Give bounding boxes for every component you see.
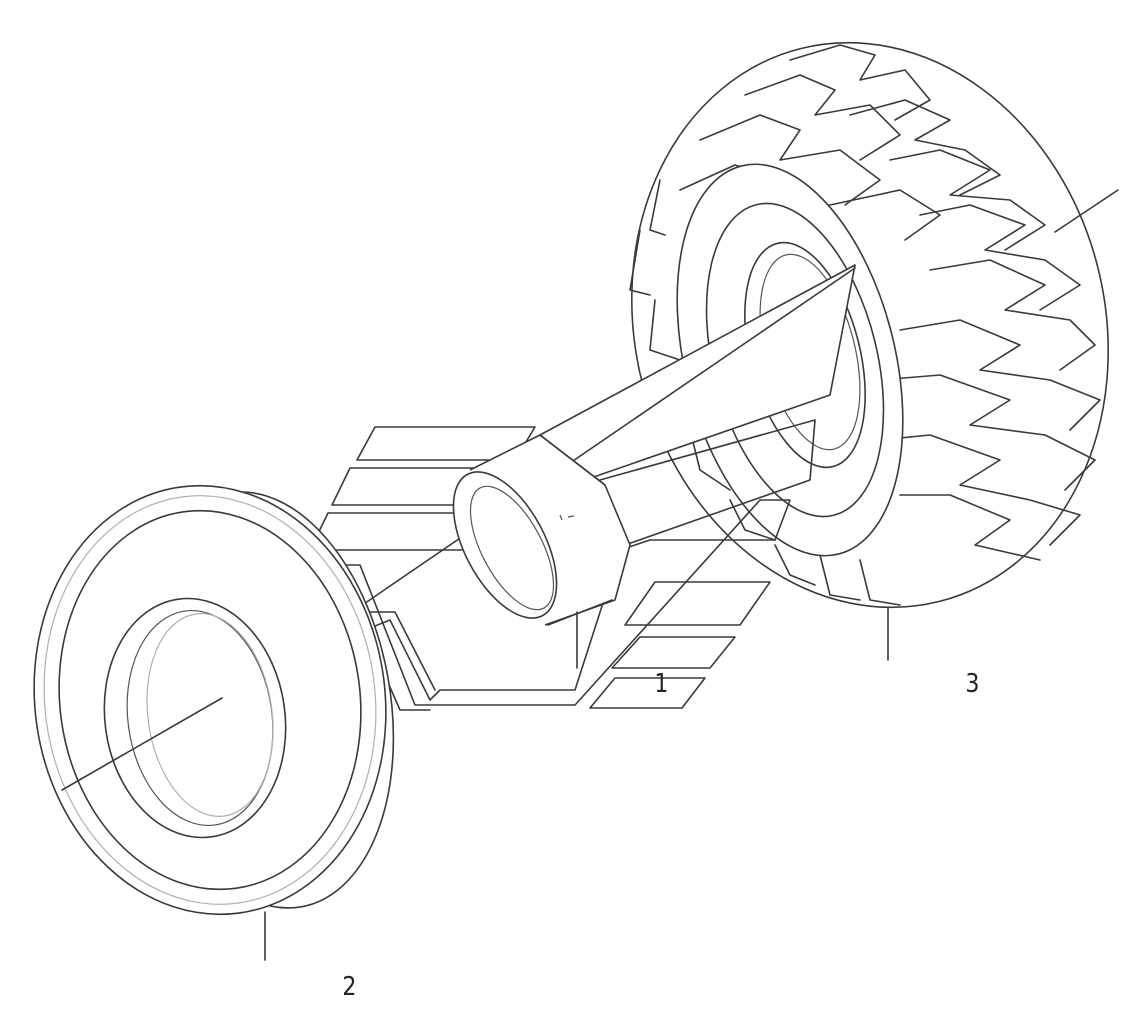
tire-tread-lugs bbox=[629, 44, 1101, 606]
hub-tube-part bbox=[309, 264, 856, 711]
callout-1-label: 1 bbox=[654, 668, 668, 698]
ring-center-axis bbox=[61, 697, 223, 791]
frame-stripes-right bbox=[589, 581, 771, 709]
frame-stripes-left bbox=[309, 426, 536, 551]
tire-assembly bbox=[629, 41, 1119, 609]
callout-3-label: 3 bbox=[965, 668, 979, 698]
ring-outer-face bbox=[33, 484, 387, 916]
callout-2-label: 2 bbox=[342, 971, 356, 1001]
bracket-body bbox=[309, 499, 791, 711]
ring-inner-bore bbox=[103, 597, 287, 839]
tube-opening bbox=[452, 471, 558, 619]
ring-tire-part bbox=[33, 484, 395, 916]
